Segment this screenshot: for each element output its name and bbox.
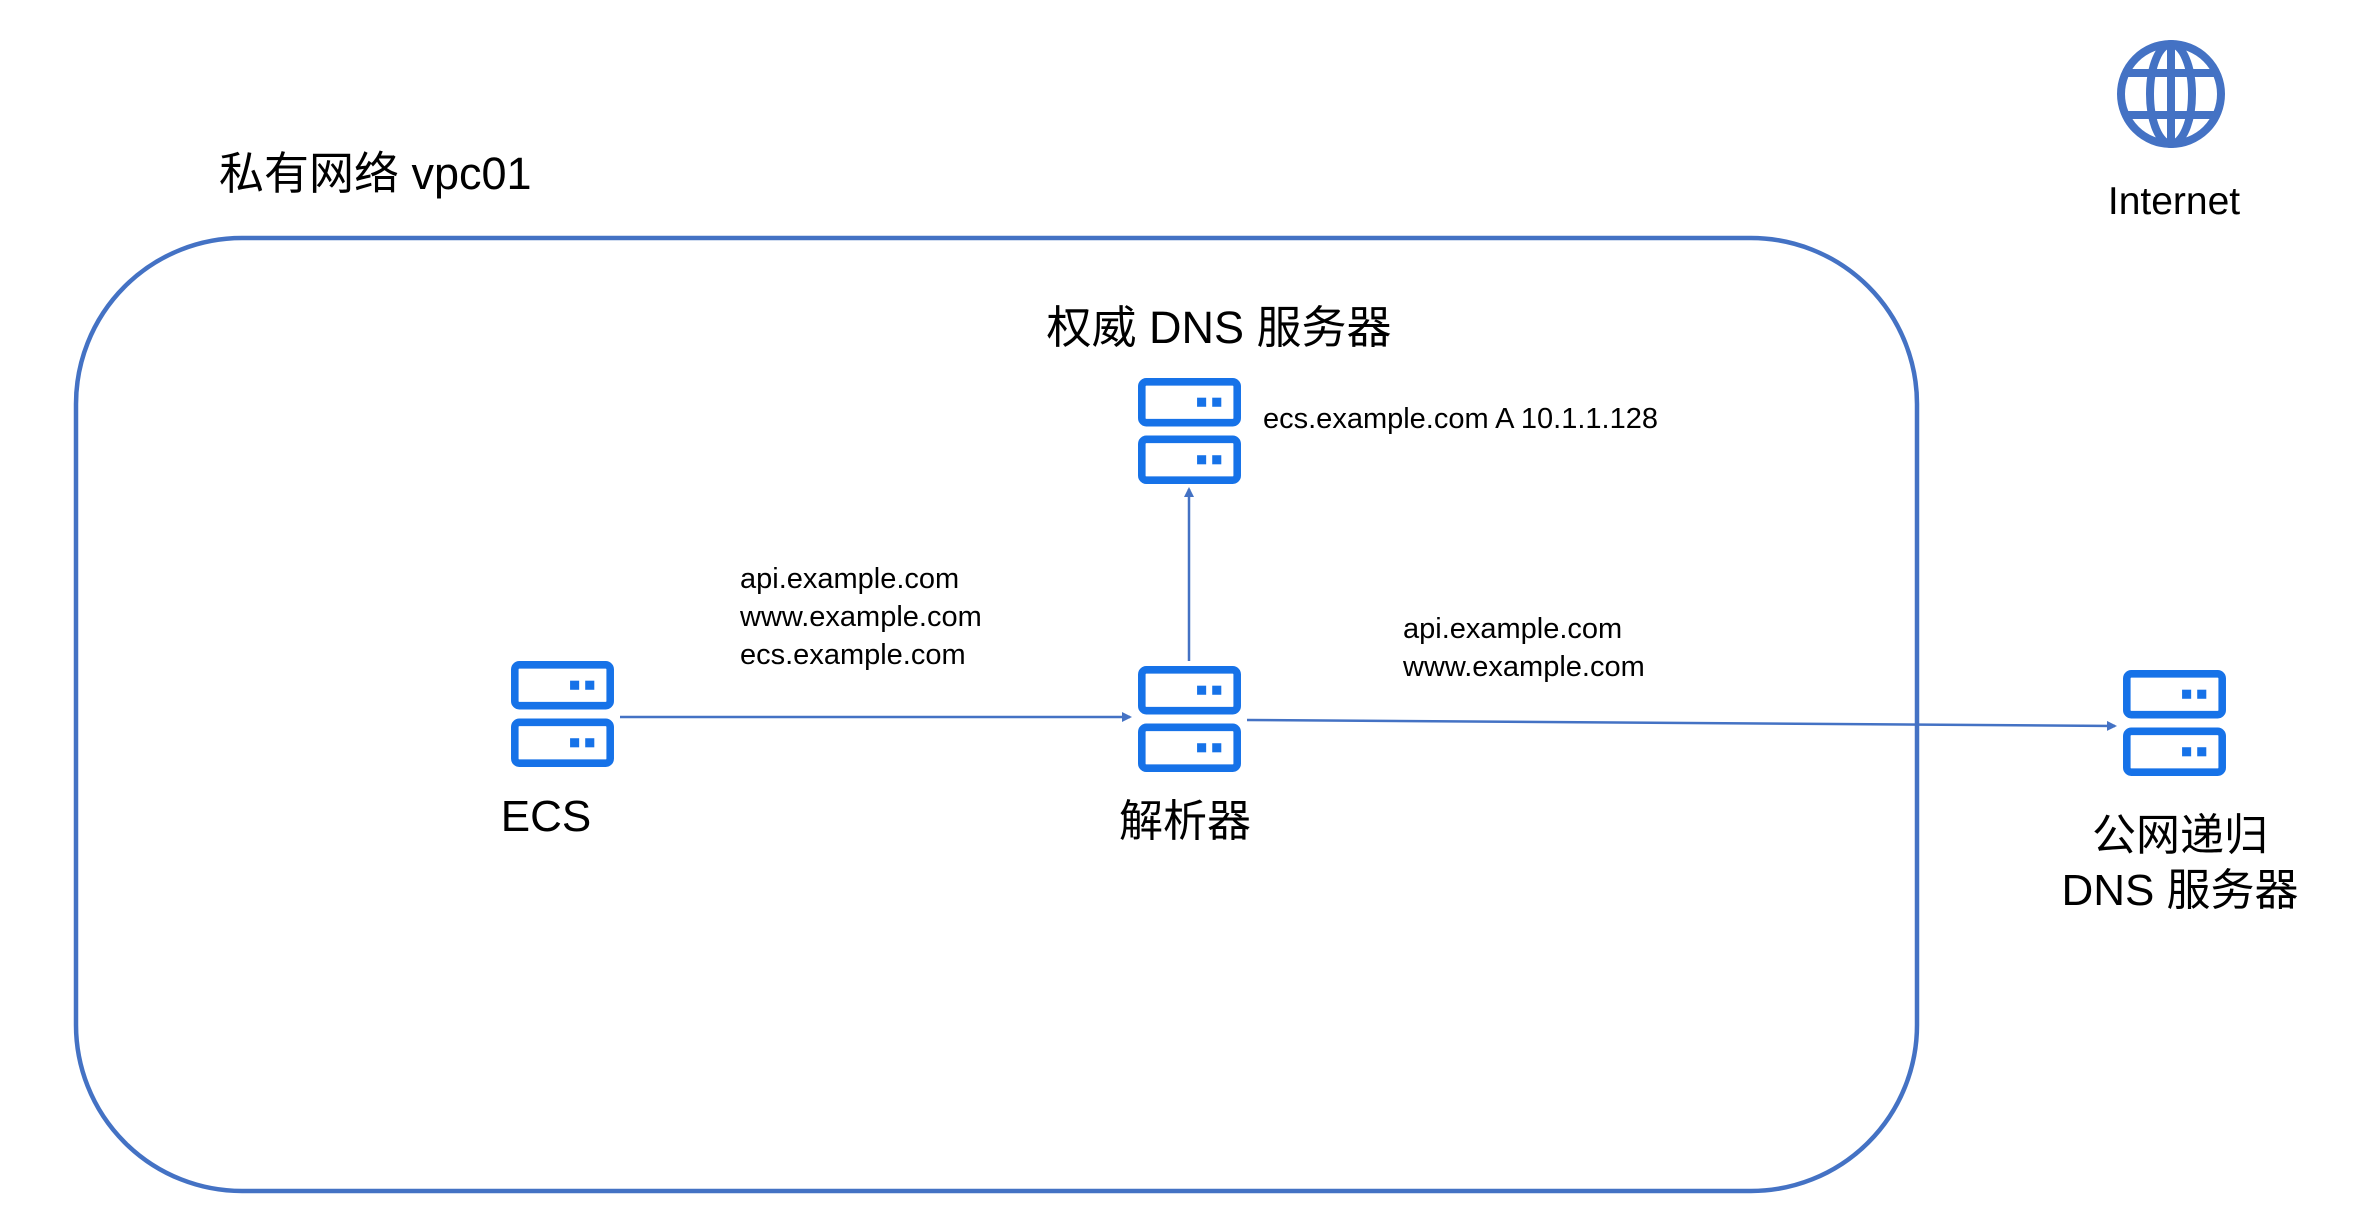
internet-label: Internet (2107, 180, 2241, 223)
public-dns-server-icon (2123, 670, 2226, 776)
query-item: www.example.com (1403, 651, 1645, 683)
forwarded-queries-label: api.example.com www.example.com (1403, 610, 1645, 686)
globe-icon (2117, 40, 2225, 148)
ecs-server-icon (511, 661, 614, 767)
query-item: api.example.com (740, 563, 960, 595)
authoritative-dns-label: 权威 DNS 服务器 (1046, 302, 1392, 353)
public-dns-label: 公网递归 DNS 服务器 (2030, 808, 2330, 918)
resolver-server-icon (1138, 666, 1241, 772)
ecs-label: ECS (500, 792, 592, 841)
query-item: api.example.com (1403, 613, 1623, 645)
public-dns-label-line1: 公网递归 (2092, 811, 2268, 860)
query-item: ecs.example.com (740, 639, 966, 671)
resolver-label: 解析器 (1119, 797, 1251, 846)
ecs-queries-label: api.example.com www.example.com ecs.exam… (740, 560, 982, 674)
authoritative-dns-server-icon (1138, 378, 1241, 484)
query-item: www.example.com (740, 601, 982, 633)
vpc-boundary (73, 235, 1920, 1194)
public-dns-label-line2: DNS 服务器 (2061, 866, 2299, 915)
arrow-resolver-to-public-dns (1246, 718, 2117, 731)
vpc-label: 私有网络 vpc01 (219, 148, 532, 199)
dns-record-text: ecs.example.com A 10.1.1.128 (1263, 403, 1658, 435)
